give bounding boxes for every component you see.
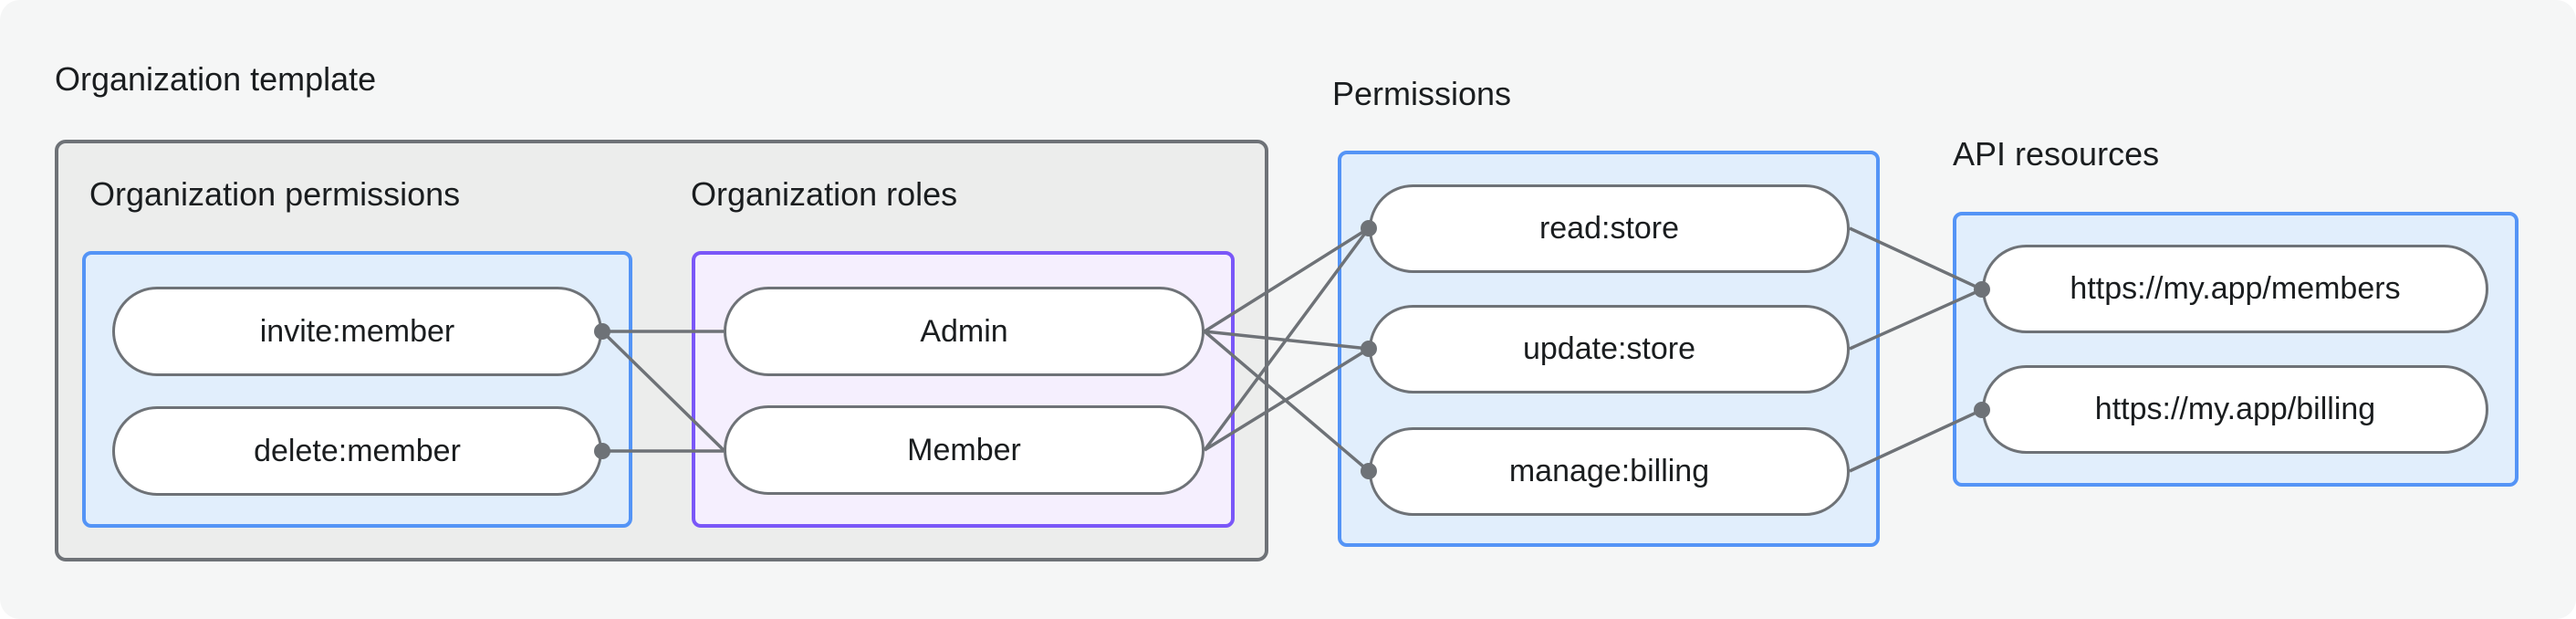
node-role-member: Member bbox=[724, 405, 1205, 495]
org-permissions-title: Organization permissions bbox=[89, 175, 461, 213]
org-roles-title: Organization roles bbox=[691, 175, 958, 213]
node-delete-member: delete:member bbox=[112, 406, 602, 496]
node-api-members-url: https://my.app/members bbox=[1982, 245, 2488, 333]
node-read-store: read:store bbox=[1369, 184, 1850, 273]
node-invite-member: invite:member bbox=[112, 287, 602, 376]
permissions-title: Permissions bbox=[1332, 75, 1512, 112]
node-update-store: update:store bbox=[1369, 305, 1850, 393]
org-template-title: Organization template bbox=[55, 60, 377, 98]
node-api-billing-url: https://my.app/billing bbox=[1982, 365, 2488, 454]
api-resources-title: API resources bbox=[1953, 135, 2160, 173]
node-manage-billing: manage:billing bbox=[1369, 427, 1850, 516]
node-role-admin: Admin bbox=[724, 287, 1205, 376]
